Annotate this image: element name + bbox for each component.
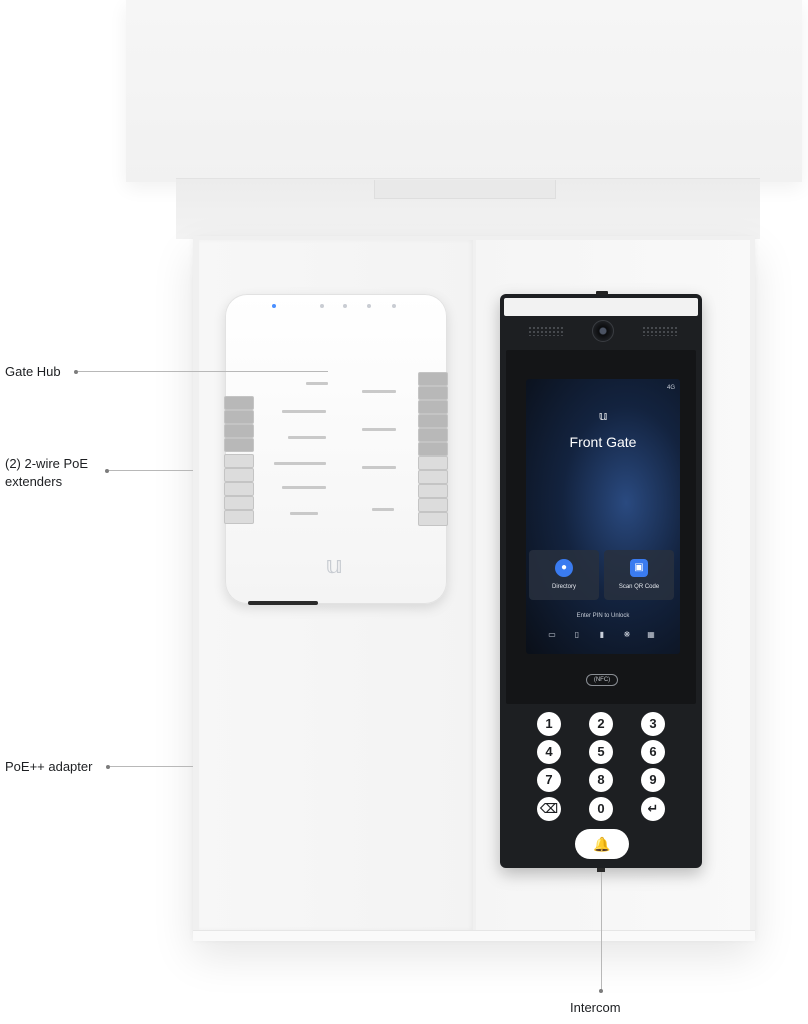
box-lid-tab	[374, 180, 556, 199]
qr-code-icon: ▣	[630, 559, 648, 577]
contacts-icon: ●	[555, 559, 573, 577]
directory-label: Directory	[551, 584, 576, 590]
key-6[interactable]: 6	[641, 740, 665, 764]
key-3[interactable]: 3	[641, 712, 665, 736]
callout-poe-extenders-line2: extenders	[5, 474, 63, 489]
hub-led	[343, 304, 347, 308]
hub-status-led	[272, 304, 276, 308]
pin-prompt: Enter PIN to Unlock	[576, 613, 630, 619]
signal-indicator: 4G	[666, 385, 675, 391]
hub-marking	[282, 486, 326, 489]
mobile-icon[interactable]: ▮	[599, 630, 605, 639]
callout-dot	[599, 989, 603, 993]
intercom-light-bar	[504, 298, 698, 316]
ubiquiti-logo-icon: 𝕦	[325, 552, 343, 579]
scan-qr-label: Scan QR Code	[618, 584, 660, 590]
hub-bottom-port	[248, 601, 318, 605]
key-8[interactable]: 8	[589, 768, 613, 792]
doorbell-button[interactable]: 🔔	[575, 829, 629, 859]
key-2[interactable]: 2	[589, 712, 613, 736]
hub-marking	[288, 436, 326, 439]
gate-hub-device	[225, 294, 447, 604]
directory-button[interactable]: ● Directory	[529, 550, 599, 600]
fingerprint-icon[interactable]: ❋	[623, 630, 631, 639]
backspace-key-icon[interactable]: ⌫	[537, 797, 561, 821]
callout-intercom: Intercom	[570, 1000, 621, 1015]
hub-marking	[290, 512, 318, 515]
nfc-badge: (NFC)	[586, 674, 618, 686]
hub-terminal-right	[418, 372, 452, 526]
bell-icon: 🔔	[593, 836, 611, 852]
key-7[interactable]: 7	[537, 768, 561, 792]
hub-marking	[362, 428, 396, 431]
screen-title: Front Gate	[569, 434, 637, 450]
box-lid	[126, 0, 802, 182]
speaker-grille-icon	[528, 326, 564, 336]
key-0[interactable]: 0	[589, 797, 613, 821]
scan-qr-button[interactable]: ▣ Scan QR Code	[604, 550, 674, 600]
callout-leader	[601, 872, 602, 990]
ubiquiti-logo-icon: 𝕦	[598, 409, 608, 423]
camera-icon	[592, 320, 614, 342]
callout-leader	[110, 766, 193, 767]
callout-leader	[109, 470, 193, 471]
card-icon[interactable]: ▭	[548, 630, 556, 639]
hub-terminal-left	[224, 396, 258, 526]
intercom-bottom-cable	[597, 868, 605, 872]
tray-bottom-edge	[193, 930, 755, 941]
speaker-grille-icon	[642, 326, 678, 336]
intercom-screen[interactable]: 4G 𝕦 Front Gate ● Directory ▣ Scan QR Co…	[526, 379, 680, 654]
enter-key-icon[interactable]: ↵	[641, 797, 665, 821]
hub-led	[367, 304, 371, 308]
intercom-top-clip	[596, 291, 608, 295]
hub-marking	[372, 508, 394, 511]
phone-icon[interactable]: ▯	[574, 630, 580, 639]
hub-marking	[282, 410, 326, 413]
key-9[interactable]: 9	[641, 768, 665, 792]
callout-dot	[106, 765, 110, 769]
grid-icon[interactable]: ▦	[647, 630, 655, 639]
callout-dot	[74, 370, 78, 374]
key-4[interactable]: 4	[537, 740, 561, 764]
hub-marking	[362, 390, 396, 393]
hub-marking	[274, 462, 326, 465]
callout-poe-extenders-line1: (2) 2-wire PoE	[5, 456, 89, 471]
hub-marking	[362, 466, 396, 469]
callout-dot	[105, 469, 109, 473]
callout-leader	[78, 371, 328, 372]
callout-gate-hub: Gate Hub	[5, 364, 61, 379]
key-1[interactable]: 1	[537, 712, 561, 736]
key-5[interactable]: 5	[589, 740, 613, 764]
hub-led	[320, 304, 324, 308]
hub-led	[392, 304, 396, 308]
callout-poe-adapter: PoE++ adapter	[5, 759, 93, 774]
hub-marking	[306, 382, 328, 385]
